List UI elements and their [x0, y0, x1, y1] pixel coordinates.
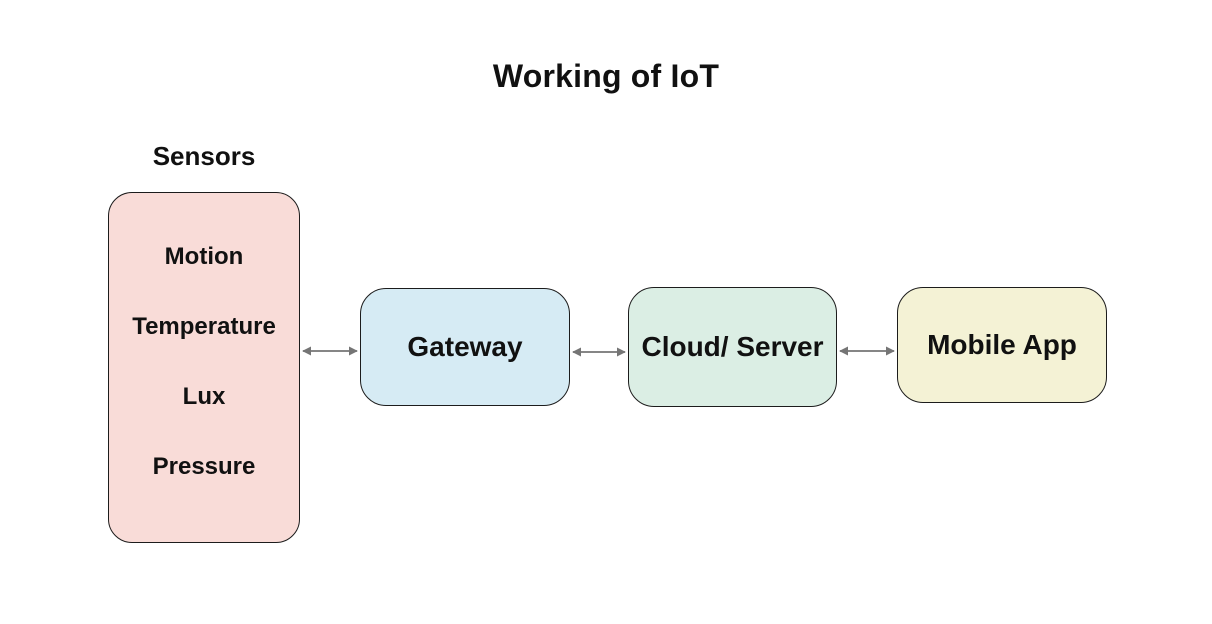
diagram-title: Working of IoT	[492, 58, 720, 94]
node-cloud-server: Cloud/ Server	[628, 287, 837, 407]
sensor-item-pressure: Pressure	[152, 453, 256, 480]
sensors-box: Motion Temperature Lux Pressure	[108, 192, 300, 543]
node-gateway: Gateway	[360, 288, 570, 406]
sensor-item-motion: Motion	[164, 243, 244, 270]
sensors-group-label: Sensors	[152, 141, 256, 171]
node-cloud-server-label: Cloud/ Server	[641, 331, 824, 362]
node-gateway-label: Gateway	[407, 331, 523, 362]
sensor-item-temperature: Temperature	[132, 313, 276, 340]
node-mobile-app: Mobile App	[897, 287, 1107, 403]
node-mobile-app-label: Mobile App	[927, 329, 1077, 360]
sensor-item-lux: Lux	[182, 383, 226, 410]
